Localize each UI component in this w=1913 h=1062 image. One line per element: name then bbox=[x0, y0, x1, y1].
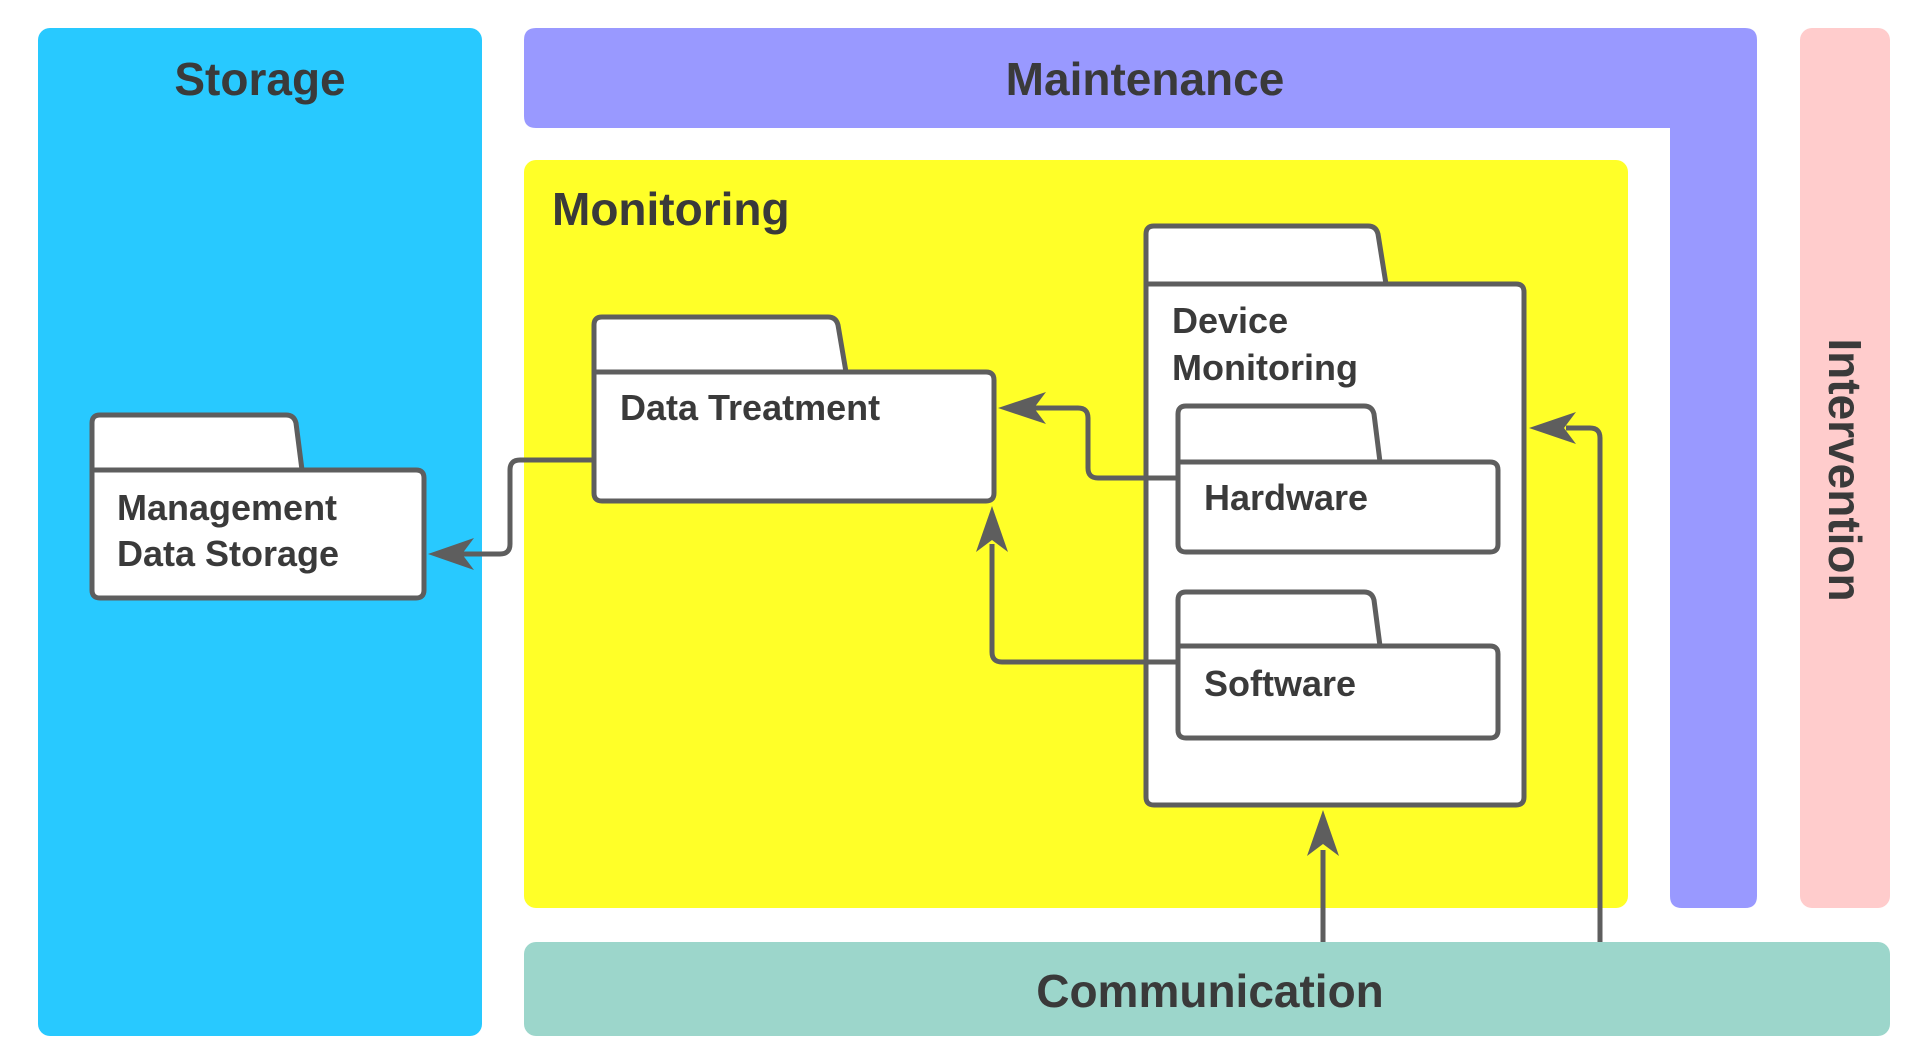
arrowhead-data-treatment-bottom bbox=[976, 506, 1008, 552]
connector-software-to-data-treatment bbox=[976, 506, 1178, 665]
maintenance-region bbox=[524, 28, 1757, 908]
connector-communication-to-device-monitoring-right bbox=[1529, 412, 1603, 942]
intervention-title: Intervention bbox=[1819, 338, 1871, 601]
hardware-label: Hardware bbox=[1204, 477, 1368, 518]
arrowhead-device-monitoring-right bbox=[1529, 412, 1576, 444]
monitoring-title: Monitoring bbox=[552, 183, 790, 235]
arrowhead-storage bbox=[428, 538, 474, 570]
device-monitoring-label-line1: Device bbox=[1172, 300, 1288, 341]
connector-communication-to-device-monitoring-bottom bbox=[1307, 810, 1339, 942]
communication-title: Communication bbox=[1036, 965, 1384, 1017]
arrowhead-data-treatment-right bbox=[998, 392, 1046, 424]
connector-hardware-to-data-treatment bbox=[998, 392, 1178, 481]
hardware-package: Hardware bbox=[1175, 403, 1501, 555]
management-data-storage-label-line2: Data Storage bbox=[117, 533, 339, 574]
maintenance-title: Maintenance bbox=[1006, 53, 1285, 105]
data-treatment-label: Data Treatment bbox=[620, 387, 880, 428]
storage-title: Storage bbox=[174, 53, 345, 105]
software-label: Software bbox=[1204, 663, 1356, 704]
management-data-storage-label-line1: Management bbox=[117, 487, 337, 528]
data-treatment-package: Data Treatment bbox=[591, 314, 997, 504]
intervention-region bbox=[1800, 28, 1890, 908]
management-data-storage-package: Management Data Storage bbox=[89, 412, 427, 601]
connector-data-treatment-to-storage bbox=[428, 457, 594, 570]
device-monitoring-label-line2: Monitoring bbox=[1172, 347, 1358, 388]
communication-region bbox=[524, 942, 1890, 1036]
arrowhead-device-monitoring-bottom bbox=[1307, 810, 1339, 856]
software-package: Software bbox=[1175, 589, 1501, 741]
